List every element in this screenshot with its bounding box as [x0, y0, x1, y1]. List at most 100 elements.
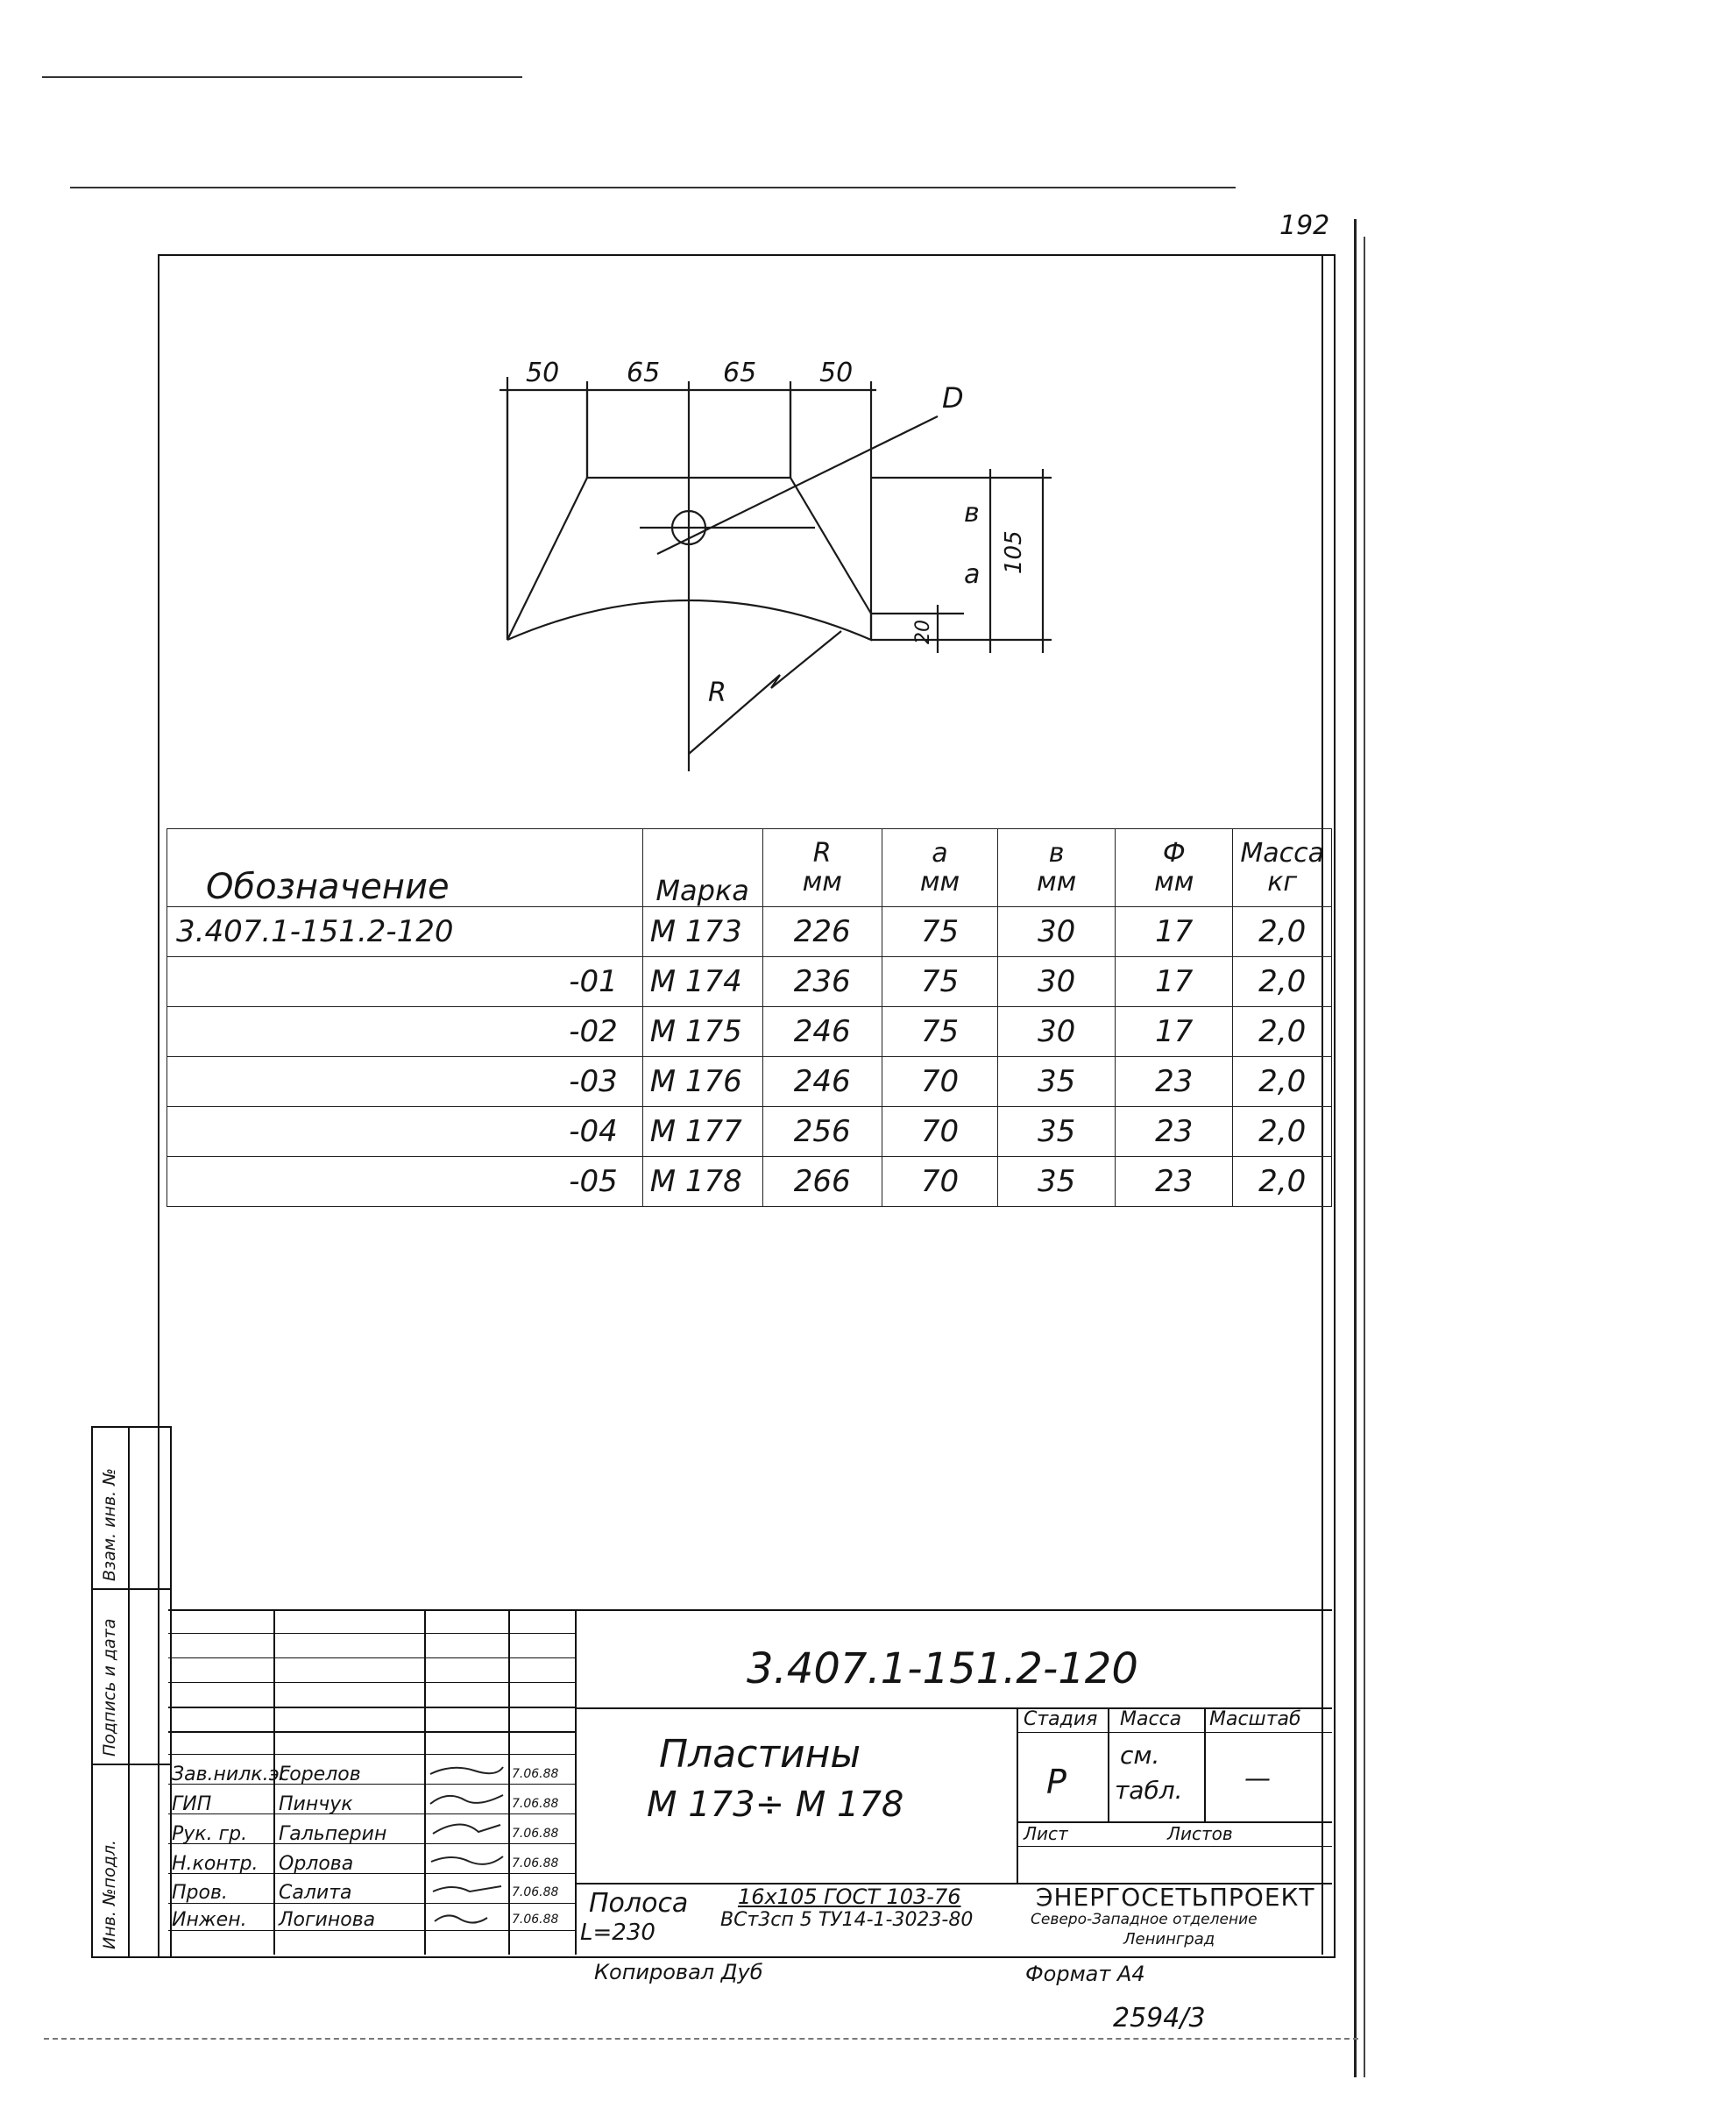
- doc-code: 3.407.1-151.2-120: [747, 1644, 1138, 1693]
- mass-value-2: табл.: [1115, 1776, 1183, 1805]
- plate-outline: [506, 390, 873, 642]
- side-signature-date: Подпись и дата: [100, 1618, 119, 1757]
- name-2: Гальперин: [279, 1823, 387, 1845]
- material-4: ВСт3сп 5 ТУ14-1-3023-80: [720, 1909, 974, 1931]
- cell-R: 226: [762, 906, 882, 957]
- footer-copied: Копировал Дуб: [594, 1960, 763, 1984]
- scan-line-right: [1354, 219, 1357, 2077]
- cell-b: 35: [997, 1056, 1116, 1107]
- cell-designation: -01: [167, 956, 643, 1007]
- stage-value: Р: [1046, 1763, 1066, 1801]
- date-4: 7.06.88: [512, 1885, 559, 1899]
- date-0: 7.06.88: [512, 1767, 559, 1781]
- cell-b: 30: [997, 906, 1116, 957]
- date-3: 7.06.88: [512, 1856, 559, 1870]
- cell-b: 30: [997, 1006, 1116, 1057]
- label-20: 20: [912, 620, 934, 644]
- title-block: Зав.нилк.эс Горелов 7.06.88 ГИП Пинчук 7…: [168, 1609, 1332, 1955]
- footer-number: 2594/3: [1113, 2003, 1206, 2033]
- main-frame: [158, 254, 1336, 1958]
- cell-a: 75: [881, 956, 999, 1007]
- label-D: D: [942, 381, 964, 415]
- cell-D: 23: [1115, 1156, 1234, 1207]
- sheet-label: Лист: [1024, 1823, 1068, 1844]
- date-5: 7.06.88: [512, 1913, 559, 1927]
- name-1: Пинчук: [279, 1793, 353, 1815]
- header-mark: Марка: [641, 828, 763, 907]
- cell-b: 35: [997, 1106, 1116, 1157]
- role-3: Н.контр.: [172, 1853, 259, 1875]
- cell-b: 30: [997, 956, 1116, 1007]
- cell-R: 236: [762, 956, 882, 1007]
- role-2: Рук. гр.: [172, 1823, 248, 1845]
- scan-line-top: [42, 76, 522, 78]
- leader-D: [656, 415, 939, 555]
- table-row: 3.407.1-151.2-120 М 173 226 75 30 17 2,0: [167, 906, 1332, 957]
- cell-mass: 2,0: [1232, 1156, 1332, 1207]
- header-designation: Обозначение: [167, 828, 643, 907]
- date-2: 7.06.88: [512, 1827, 559, 1841]
- material-3: 16х105 ГОСТ 103-76: [738, 1884, 961, 1909]
- cell-D: 17: [1115, 956, 1234, 1007]
- cell-R: 266: [762, 1156, 882, 1207]
- name-4: Салита: [279, 1882, 352, 1904]
- cell-mark: М 174: [641, 956, 763, 1007]
- cell-a: 70: [881, 1106, 999, 1157]
- cell-designation: -03: [167, 1056, 643, 1107]
- mass-label: Масса: [1120, 1708, 1182, 1730]
- cell-mark: М 178: [641, 1156, 763, 1207]
- material-2: L=230: [580, 1920, 655, 1946]
- cell-mass: 2,0: [1232, 956, 1332, 1007]
- name-5: Логинова: [279, 1909, 376, 1931]
- role-5: Инжен.: [172, 1909, 247, 1931]
- cell-mark: М 177: [641, 1106, 763, 1157]
- table-row: -05 М 178 266 70 35 23 2,0: [167, 1156, 1332, 1207]
- table-row: -02 М 175 246 75 30 17 2,0: [167, 1006, 1332, 1057]
- cell-b: 35: [997, 1156, 1116, 1207]
- sheet-number: 192: [1279, 210, 1330, 241]
- role-0: Зав.нилк.эс: [172, 1764, 290, 1785]
- cell-mark: М 173: [641, 906, 763, 957]
- org-3: Ленинград: [1123, 1930, 1215, 1948]
- date-1: 7.06.88: [512, 1797, 559, 1811]
- org-1: ЭНЕРГОСЕТЬПРОЕКТ: [1036, 1883, 1315, 1912]
- radius-line: [688, 674, 781, 755]
- cell-a: 75: [881, 906, 999, 957]
- side-replaced-inv: Взам. инв. №: [100, 1467, 119, 1581]
- cell-mass: 2,0: [1232, 1006, 1332, 1057]
- name-0: Горелов: [279, 1764, 361, 1785]
- side-inv-no: Инв. №подл.: [100, 1839, 119, 1949]
- sheets-label: Листов: [1167, 1823, 1233, 1844]
- label-a: а: [964, 559, 980, 590]
- stage-label: Стадия: [1024, 1708, 1098, 1730]
- cell-mark: М 175: [641, 1006, 763, 1057]
- table-row: -04 М 177 256 70 35 23 2,0: [167, 1106, 1332, 1157]
- cell-R: 246: [762, 1056, 882, 1107]
- material-1: Полоса: [589, 1888, 689, 1919]
- label-105: 105: [1001, 530, 1027, 574]
- plate-drawing: 50 65 65 50 D в а 105 20 R: [500, 358, 1052, 771]
- title-line2: М 173÷ М 178: [647, 1785, 904, 1825]
- cell-D: 23: [1115, 1056, 1234, 1107]
- cell-R: 246: [762, 1006, 882, 1057]
- dim-65-right: 65: [723, 358, 756, 388]
- label-R: R: [708, 678, 726, 708]
- cell-designation: -05: [167, 1156, 643, 1207]
- cell-mass: 2,0: [1232, 906, 1332, 957]
- role-4: Пров.: [172, 1882, 228, 1904]
- scale-value: —: [1244, 1764, 1271, 1794]
- label-b: в: [964, 498, 980, 529]
- scan-line-bottom: [44, 2038, 1358, 2041]
- role-1: ГИП: [172, 1793, 212, 1815]
- cell-a: 70: [881, 1156, 999, 1207]
- dim-50-left: 50: [526, 358, 559, 388]
- footer-format: Формат А4: [1025, 1962, 1145, 1986]
- cell-designation: -04: [167, 1106, 643, 1157]
- cell-R: 256: [762, 1106, 882, 1157]
